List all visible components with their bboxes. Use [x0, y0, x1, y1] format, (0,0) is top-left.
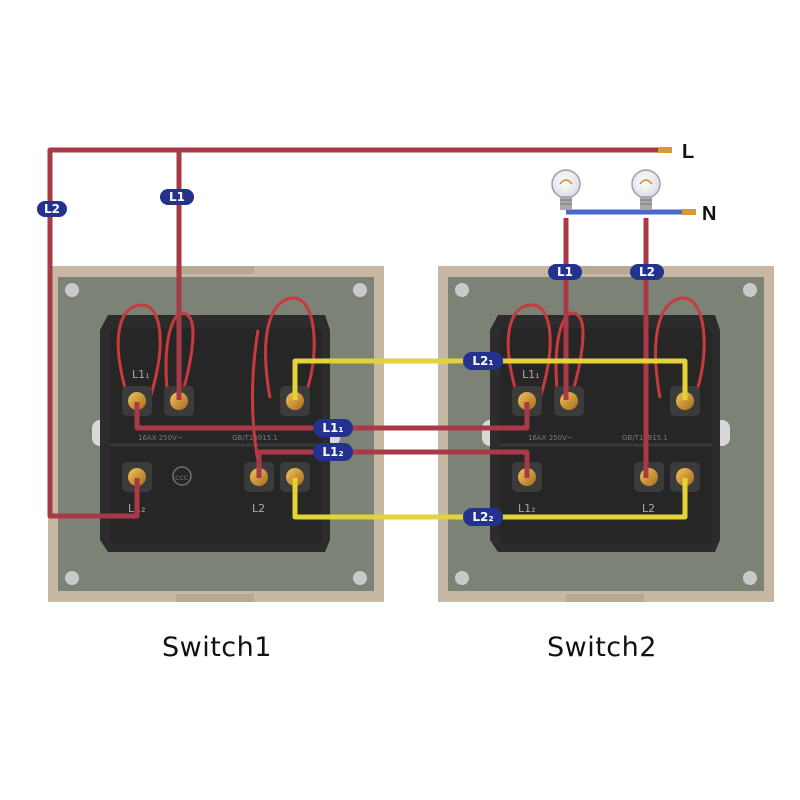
- switch2-caption: Switch2: [547, 632, 657, 663]
- switch1-term-l11: L1₁: [132, 368, 150, 381]
- neutral-terminal-label: N: [702, 203, 716, 225]
- svg-text:ccc: ccc: [175, 473, 188, 482]
- svg-text:L2: L2: [44, 202, 60, 216]
- neutral-wire-tip: [682, 209, 696, 215]
- wire-tag-l12: L1₂: [313, 443, 353, 461]
- switch1-rating-print: 16AX 250V~: [138, 434, 183, 442]
- svg-text:L1: L1: [169, 190, 185, 204]
- switch2-rating-print: 16AX 250V~: [528, 434, 573, 442]
- ccc-mark-icon: ccc: [172, 466, 192, 486]
- line-terminal-label: L: [682, 141, 694, 163]
- light-bulb-icon: [551, 169, 581, 210]
- switch1-caption: Switch1: [162, 632, 272, 663]
- switch2-plate: 16AX 250V~ GB/T16915.1 L1₁ L1₂ L2: [438, 266, 774, 602]
- svg-text:L1₂: L1₂: [322, 445, 343, 459]
- switch2-term-l12: L1₂: [518, 502, 536, 515]
- switch2-term-l11: L1₁: [522, 368, 540, 381]
- svg-text:L2₂: L2₂: [472, 510, 493, 524]
- live-wire-tip: [658, 147, 672, 153]
- switch2-term-l2: L2: [642, 502, 655, 515]
- traveler-l12-wire: [256, 449, 530, 478]
- switch1-term-l2: L2: [252, 502, 265, 515]
- switch1-terminals: [122, 386, 310, 492]
- wire-tag-s2-l1: L1: [548, 264, 582, 280]
- wire-tag-l11: L1₁: [313, 419, 353, 437]
- wire-tag-s1-l1: L1: [160, 189, 194, 205]
- svg-text:L1: L1: [557, 265, 573, 279]
- wire-tag-s2-l2: L2: [630, 264, 664, 280]
- wire-tag-l22: L2₂: [463, 508, 503, 526]
- wire-tag-l21: L2₁: [463, 352, 503, 370]
- svg-text:L1₁: L1₁: [322, 421, 343, 435]
- wire-tag-s1-l2: L2: [37, 201, 67, 217]
- live-wire: [47, 147, 668, 519]
- svg-text:L2: L2: [639, 265, 655, 279]
- light-bulb-icon: [631, 169, 661, 210]
- svg-text:L2₁: L2₁: [472, 354, 493, 368]
